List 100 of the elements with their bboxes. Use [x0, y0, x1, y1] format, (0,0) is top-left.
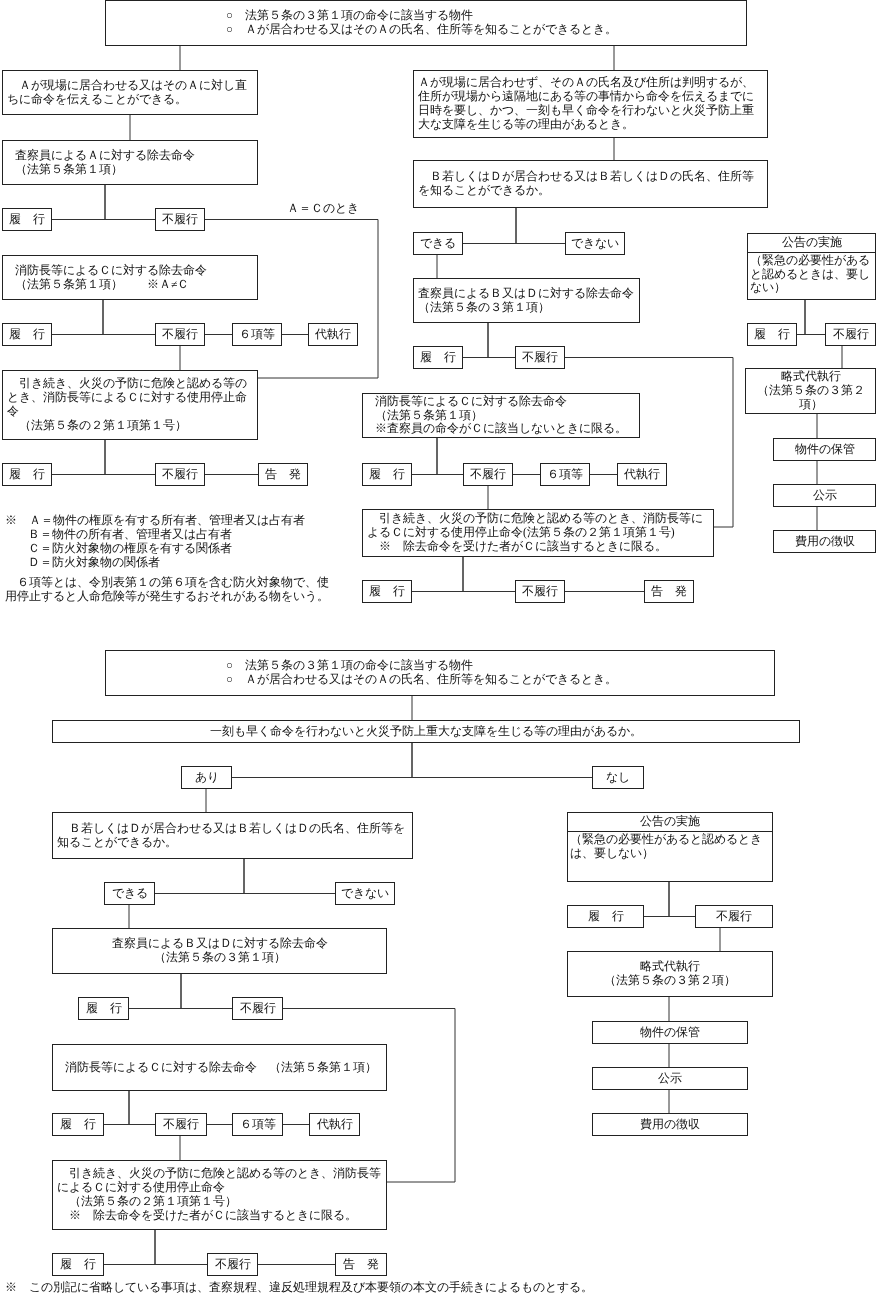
process-box: [2, 255, 258, 300]
node-text: 告 発: [342, 1257, 380, 1272]
process-box: [747, 233, 876, 300]
node-text: （法第５条第１項）: [375, 408, 484, 422]
box-header: 公告の実施: [568, 813, 772, 832]
node-text: ○ 法第５条の３第１項の命令に該当する物件: [226, 9, 474, 23]
node-text: できる: [419, 236, 457, 251]
node-text: 費用の徴収: [639, 1117, 701, 1132]
node-text: 引き続き、火災の予防に危険と認める等のとき、消防長等によるＣに対する使用停止命令: [57, 1167, 382, 1195]
outcome-box: [515, 346, 565, 369]
node-text: 略式代執行: [639, 960, 701, 974]
process-box: [413, 160, 768, 208]
node-text: 履 行: [368, 467, 406, 482]
node-text: Ａが現場に居合わせる又はそのＡに対し直ちに命令を伝えることができる。: [7, 78, 248, 107]
connector-line: [668, 881, 696, 917]
connector-line: [128, 904, 130, 929]
node-text: 消防長等によるＣに対する除去命令: [375, 394, 568, 409]
connector-line: [436, 437, 464, 475]
process-box: [362, 393, 640, 438]
outcome-box: [592, 766, 644, 789]
outcome-box: [2, 208, 52, 231]
connector-line: [804, 299, 826, 335]
connector-line: [816, 506, 818, 531]
connector-line: [668, 996, 670, 1022]
connector-line: [205, 788, 207, 813]
outcome-box: [773, 484, 876, 507]
node-text: 履 行: [8, 327, 46, 342]
node-text: できない: [340, 886, 390, 901]
node-text: （法第５条の３第２項）: [755, 384, 866, 412]
process-box: [567, 812, 773, 882]
connector-line: [564, 591, 645, 592]
connector-line: [668, 1089, 670, 1114]
connector-line: [411, 695, 413, 721]
node-text: 査察員によるＢ又はＤに対する除去命令: [418, 286, 635, 301]
connector-line: [411, 742, 593, 778]
node-text: （法第５条の３第１項）: [152, 951, 287, 965]
process-box: [2, 140, 258, 185]
node-text: （緊急の必要性があると認めるときは、要しない）: [749, 252, 871, 296]
outcome-box: [232, 997, 283, 1020]
outcome-box: [155, 463, 205, 486]
node-text: Ｂ若しくはＤが居合わせる又はＢ若しくはＤの氏名、住所等を知ることができるか。: [57, 821, 406, 850]
outcome-box: [104, 882, 155, 905]
connector-line: [515, 207, 566, 244]
node-text: 一刻も早く命令を行わないと火災予防上重大な支障を生じる等の理由があるか。: [209, 724, 643, 739]
node-text: なし: [605, 770, 631, 785]
process-box: [52, 1160, 387, 1230]
outcome-box: [232, 323, 282, 346]
connector-line: [436, 254, 438, 279]
connector-line: [487, 322, 516, 358]
process-box: [52, 812, 413, 859]
connector-line: [154, 1229, 208, 1265]
outcome-box: [309, 1113, 360, 1136]
node-text: 物件の保管: [793, 442, 856, 457]
node-text: ６項等: [546, 467, 584, 482]
connector-line: [462, 556, 516, 592]
outcome-box: [52, 1253, 104, 1276]
node-text: できない: [570, 236, 620, 251]
node-text: 履 行: [586, 909, 625, 924]
connector-line: [512, 474, 541, 475]
connector-line: [816, 413, 818, 439]
node-text: 不履行: [161, 327, 199, 342]
outcome-box: [592, 1113, 748, 1136]
note-text: ６項等とは、令別表第１の第６項を含む防火対象物で、使用停止すると人命危険等が発生するおそれがある物をいう。: [5, 576, 330, 604]
connector-line: [179, 345, 181, 371]
node-text: （法第５条の２第１項第１号）: [17, 418, 188, 433]
connector-line: [257, 1264, 336, 1265]
node-text: 履 行: [84, 1001, 123, 1016]
outcome-box: [362, 463, 412, 486]
node-text: 代執行: [315, 1117, 354, 1132]
node-text: （緊急の必要性があると認めるときは、要しない）: [569, 831, 763, 862]
node-text: 略式代執行: [779, 370, 842, 384]
connector-line: [564, 357, 734, 528]
node-text: 費用の徴収: [793, 534, 856, 549]
outcome-box: [155, 323, 205, 346]
node-text: ※ 除去命令を受けた者がＣに該当するときに限る。: [377, 539, 668, 554]
node-text: 不履行: [162, 1117, 200, 1132]
outcome-box: [52, 720, 800, 743]
connector-line: [589, 474, 618, 475]
connector-line: [719, 927, 721, 952]
node-text: （法第５条の３第１項）: [418, 300, 551, 315]
node-text: 履 行: [419, 350, 457, 365]
node-text: 不履行: [521, 584, 559, 599]
process-box: [2, 370, 258, 440]
box-header: 公告の実施: [748, 234, 875, 253]
outcome-box: [335, 882, 395, 905]
process-box: [52, 1044, 387, 1091]
process-box: [362, 509, 714, 557]
node-text: ○ Ａが居合わせる又はそのＡの氏名、住所等を知ることができるとき。: [226, 673, 618, 687]
node-text: 不履行: [715, 909, 753, 924]
node-text: 査察員によるＡに対する除去命令: [15, 148, 196, 163]
note-text: Ｄ＝防火対象物の関係者: [28, 556, 160, 570]
node-text: Ａが現場に居合わせず、そのＡの氏名及び住所は判明するが、住所が現場から遠隔地にある等の事情から命令を伝えるまでに日時を要し、かつ、一刻も早く命令を行わないと火災予防上重大な支障を生じる等の理由があるとき。: [418, 76, 755, 132]
node-text: 告 発: [264, 467, 302, 482]
connector-line: [613, 45, 615, 71]
outcome-box: [567, 905, 644, 928]
process-box: [413, 70, 768, 138]
node-text: 履 行: [59, 1117, 97, 1132]
note-text: Ｂ＝物件の所有者、管理者又は占有者: [28, 528, 232, 542]
node-text: 代執行: [623, 467, 661, 482]
node-text: ※ 除去命令を受けた者がＣに該当するときに限る。: [67, 1208, 358, 1223]
